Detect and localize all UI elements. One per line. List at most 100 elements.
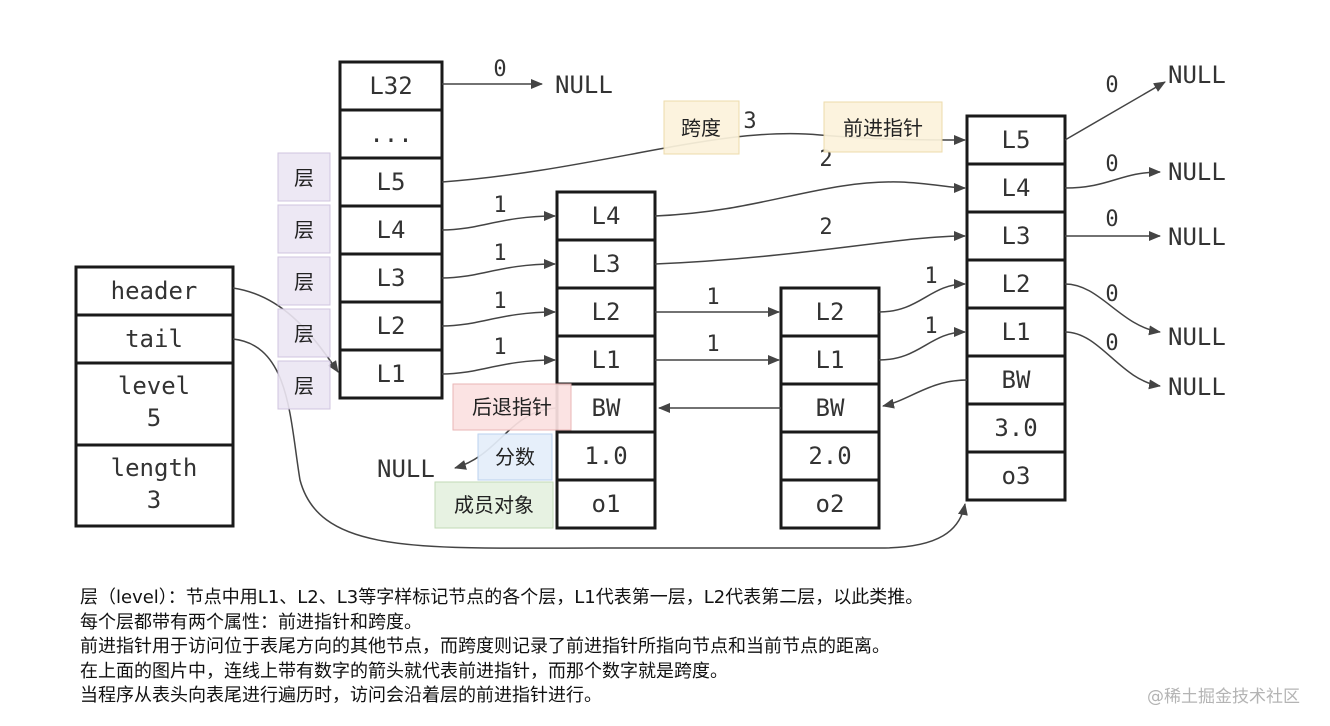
header-node: L32 ... L5 L4 L3 L2 L1 [338, 60, 444, 400]
null-label: NULL [1168, 158, 1226, 186]
null-label: NULL [1168, 223, 1226, 251]
annotations: 层 层 层 层 层 跨度 前进指针 后退指针 分数 成员对象 [277, 100, 943, 529]
backward-annotation-box [452, 383, 572, 431]
span-header-l3: 1 [493, 241, 506, 266]
span-node2-l2: 1 [924, 264, 937, 289]
node3-level-cell [965, 258, 1067, 310]
list-level-label: level [118, 372, 190, 400]
node3-score: 3.0 [994, 414, 1037, 442]
layer-annotation: 层 [294, 374, 314, 398]
span-annotation: 跨度 [681, 116, 721, 140]
null-label: NULL [1168, 61, 1226, 89]
node2-level-cell [779, 286, 881, 338]
header-level-l1: L1 [377, 360, 406, 388]
span-annotation-box [663, 100, 740, 155]
null-label: NULL [1168, 373, 1226, 401]
null-label: NULL [1168, 323, 1226, 351]
arrow-node3-l2 [1064, 283, 1161, 336]
span-node3-l3: 0 [1105, 207, 1118, 232]
node2-level-l1: L1 [816, 346, 845, 374]
skiplist-node-2: L2 L1 BW 2.0 o2 [779, 286, 881, 530]
node2-score: 2.0 [808, 442, 851, 470]
header-level-l4: L4 [377, 216, 406, 244]
span-node1-l4: 2 [819, 147, 832, 172]
layer-annotation-box [277, 308, 331, 358]
arrow-node1-l4 [654, 181, 966, 217]
watermark: @稀土掘金技术社区 [1147, 687, 1300, 707]
header-level-cell [338, 108, 444, 160]
node3-backward: BW [1002, 366, 1031, 394]
arrow-node3-l1 [1064, 331, 1161, 390]
arrow-node1-l3 [654, 231, 966, 265]
node2-level-cell [779, 334, 881, 386]
span-node3-l1: 0 [1105, 331, 1118, 356]
node2-backward: BW [816, 394, 845, 422]
node1-member-cell [555, 478, 657, 530]
node3-member-cell [965, 450, 1067, 502]
arrow-header-l2 [441, 307, 556, 327]
node3-member: o3 [1002, 462, 1031, 490]
layer-annotation: 层 [294, 218, 314, 242]
layer-annotation: 层 [294, 322, 314, 346]
arrow-header-l1 [441, 355, 556, 375]
layer-annotation-box [277, 256, 331, 306]
node2-member: o2 [816, 490, 845, 518]
list-length-label: length [111, 454, 198, 482]
node1-level-l4: L4 [592, 202, 621, 230]
node3-level-l4: L4 [1002, 174, 1031, 202]
forward-annotation: 前进指针 [843, 116, 923, 140]
note-line: 层（level）：节点中用L1、L2、L3等字样标记节点的各个层，L1代表第一层… [80, 587, 924, 608]
span-node1-l1: 1 [706, 332, 719, 357]
header-level-l3: L3 [377, 264, 406, 292]
note-line: 在上面的图片中，连线上带有数字的箭头就代表前进指针，而那个数字就是跨度。 [80, 660, 728, 682]
span-node3-l5: 0 [1105, 73, 1118, 98]
header-level-l32: L32 [369, 72, 412, 100]
span-header-l4: 1 [493, 193, 506, 218]
node2-score-cell [779, 430, 881, 482]
node1-member: o1 [592, 490, 621, 518]
layer-annotation-box [277, 204, 331, 254]
score-annotation-box [477, 433, 553, 481]
note-line: 前进指针用于访问位于表尾方向的其他节点，而跨度则记录了前进指针所指向节点和当前节… [80, 636, 890, 657]
arrow-node2-l2 [878, 279, 966, 313]
skiplist-node-3: L5 L4 L3 L2 L1 BW 3.0 o3 [965, 114, 1067, 502]
node1-level-l2: L2 [592, 298, 621, 326]
layer-annotation: 层 [294, 166, 314, 190]
node3-level-l2: L2 [1002, 270, 1031, 298]
skiplist-node-1: L4 L3 L2 L1 BW 1.0 o1 [555, 190, 657, 530]
member-annotation-box [434, 481, 554, 529]
node2-member-cell [779, 478, 881, 530]
span-node1-l2: 1 [706, 285, 719, 310]
note-line: 当程序从表头向表尾进行遍历时，访问会沿着层的前进指针进行。 [80, 685, 602, 706]
node3-level-l3: L3 [1002, 222, 1031, 250]
null-labels: NULL NULL NULL NULL NULL NULL NULL [377, 61, 1226, 483]
explanation-notes: 层（level）：节点中用L1、L2、L3等字样标记节点的各个层，L1代表第一层… [80, 586, 1180, 709]
span-node3-l4: 0 [1105, 152, 1118, 177]
span-l32: 0 [493, 57, 506, 82]
arrow-node3-backward [882, 379, 968, 409]
note-line: 每个层都带有两个属性：前进指针和跨度。 [80, 611, 422, 633]
list-level-value: 5 [147, 404, 161, 432]
span-header-l5: 3 [743, 109, 756, 134]
node1-backward: BW [592, 394, 621, 422]
pointer-arrows [232, 79, 1166, 549]
header-level-ellipsis: ... [369, 120, 412, 148]
null-label: NULL [555, 71, 613, 99]
header-level-l2: L2 [377, 312, 406, 340]
span-labels: 0 3 1 1 1 1 2 2 1 1 1 1 0 0 0 0 0 [493, 57, 1118, 360]
arrow-node3-l4 [1064, 167, 1161, 189]
node1-level-l1: L1 [592, 346, 621, 374]
node2-level-l2: L2 [816, 298, 845, 326]
list-tail-label: tail [125, 325, 183, 353]
node1-level-l3: L3 [592, 250, 621, 278]
span-header-l1: 1 [493, 335, 506, 360]
span-node3-l2: 0 [1105, 282, 1118, 307]
node3-level-l1: L1 [1002, 318, 1031, 346]
list-length-cell [74, 443, 235, 528]
node3-score-cell [965, 402, 1067, 454]
skiplist-diagram: header tail level 5 length 3 L32 ... L5 … [74, 57, 1226, 549]
list-length-value: 3 [147, 486, 161, 514]
span-node2-l1: 1 [924, 314, 937, 339]
header-level-cell [338, 204, 444, 256]
node3-level-l5: L5 [1002, 126, 1031, 154]
